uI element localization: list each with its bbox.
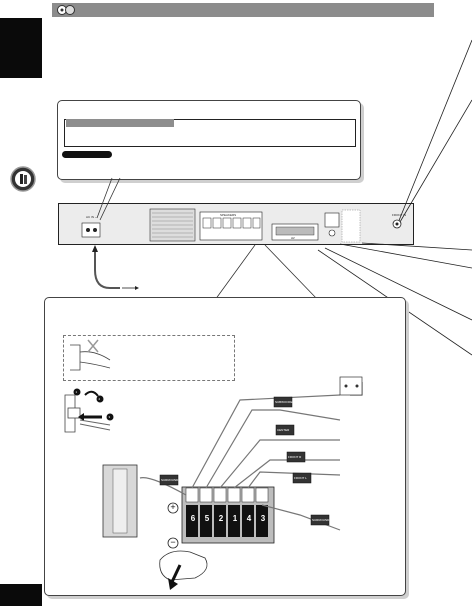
terminal-digit: 4 (246, 514, 252, 523)
tag-surround-l: SURROUND L (161, 478, 181, 482)
callout-note-pill (62, 151, 112, 158)
tag-front-r: FRONT R (288, 455, 302, 459)
step-number: 3 (108, 415, 111, 419)
tag-center: CENTER (277, 428, 290, 432)
terminal-digit: 1 (232, 514, 238, 523)
wire-warning-box (63, 335, 235, 381)
ac-in-label: AC IN ~ (86, 215, 97, 219)
terminal-digit: 5 (204, 514, 210, 523)
page-tab (0, 584, 42, 606)
terminal-digit: 2 (218, 514, 224, 523)
tag-subwoofer: SUBWOOFER (275, 400, 295, 404)
info-badge-icon (10, 166, 36, 192)
connection-icon (57, 5, 75, 15)
front-in-label: FRONT IN (392, 213, 407, 217)
scart-label: AV (291, 236, 295, 240)
tag-surround-r: SURROUND R (312, 518, 333, 522)
step-number: 1 (75, 390, 78, 394)
terminal-digit: 6 (190, 514, 196, 523)
speakers-label: SPEAKERS (220, 213, 237, 217)
minus-symbol: − (170, 537, 176, 547)
callout-heading-bar (66, 119, 174, 127)
terminal-digit: 3 (260, 514, 266, 523)
rear-panel (58, 203, 414, 245)
tag-front-l: FRONT L (294, 476, 307, 480)
step-number: 2 (98, 397, 101, 401)
language-tab (0, 18, 42, 78)
section-header-bar (52, 3, 434, 17)
callout-text-box (64, 119, 356, 147)
plus-symbol: + (170, 502, 176, 512)
